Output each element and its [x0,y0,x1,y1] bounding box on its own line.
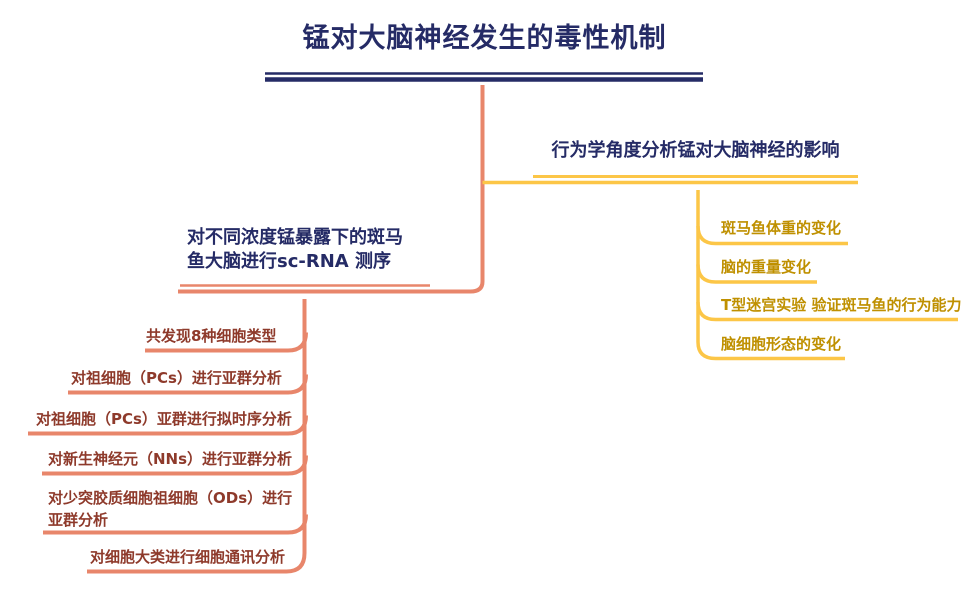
scrna-child-pcs-subgroup[interactable]: 对祖细胞（PCs）进行亚群分析 [71,369,282,387]
scrna-child-cell-communication[interactable]: 对细胞大类进行细胞通讯分析 [90,548,286,566]
connector-scrna-child-1 [68,374,308,395]
connector-scrna-child-0 [145,332,308,353]
behavior-child-cell-morphology[interactable]: 脑细胞形态的变化 [721,335,842,353]
behavior-child-t-maze[interactable]: T型迷宫实验 验证斑马鱼的行为能力 [721,296,962,314]
connector-behavior-child-1 [696,264,817,284]
branch-scrna-child-spine [87,299,307,574]
branch-scrna-topic[interactable]: 对不同浓度锰暴露下的斑马鱼大脑进行sc-RNA 测序 [187,227,403,272]
scrna-child-nns-subgroup[interactable]: 对新生神经元（NNs）进行亚群分析 [48,450,293,468]
scrna-child-pcs-pseudotime[interactable]: 对祖细胞（PCs）亚群进行拟时序分析 [36,410,292,428]
connector-scrna-child-4 [43,514,308,535]
scrna-child-ods-subgroup[interactable]: 对少突胶质细胞祖细胞（ODs）进行亚群分析 [48,489,293,529]
connector-scrna-child-3 [42,455,308,476]
connector-behavior-child-2 [696,301,958,322]
connector-scrna-child-2 [28,415,308,436]
scrna-child-cell-types[interactable]: 共发现8种细胞类型 [146,327,277,345]
behavior-child-brain-weight[interactable]: 脑的重量变化 [721,258,812,276]
behavior-child-zebrafish-weight[interactable]: 斑马鱼体重的变化 [721,219,842,237]
connector-behavior-child-0 [696,225,848,246]
branch-behavior-topic[interactable]: 行为学角度分析锰对大脑神经的影响 [551,140,840,161]
branch-scrna-stem [178,85,485,294]
branch-behavior-child-spine [696,190,845,361]
root-topic[interactable]: 锰对大脑神经发生的毒性机制 [302,23,667,54]
